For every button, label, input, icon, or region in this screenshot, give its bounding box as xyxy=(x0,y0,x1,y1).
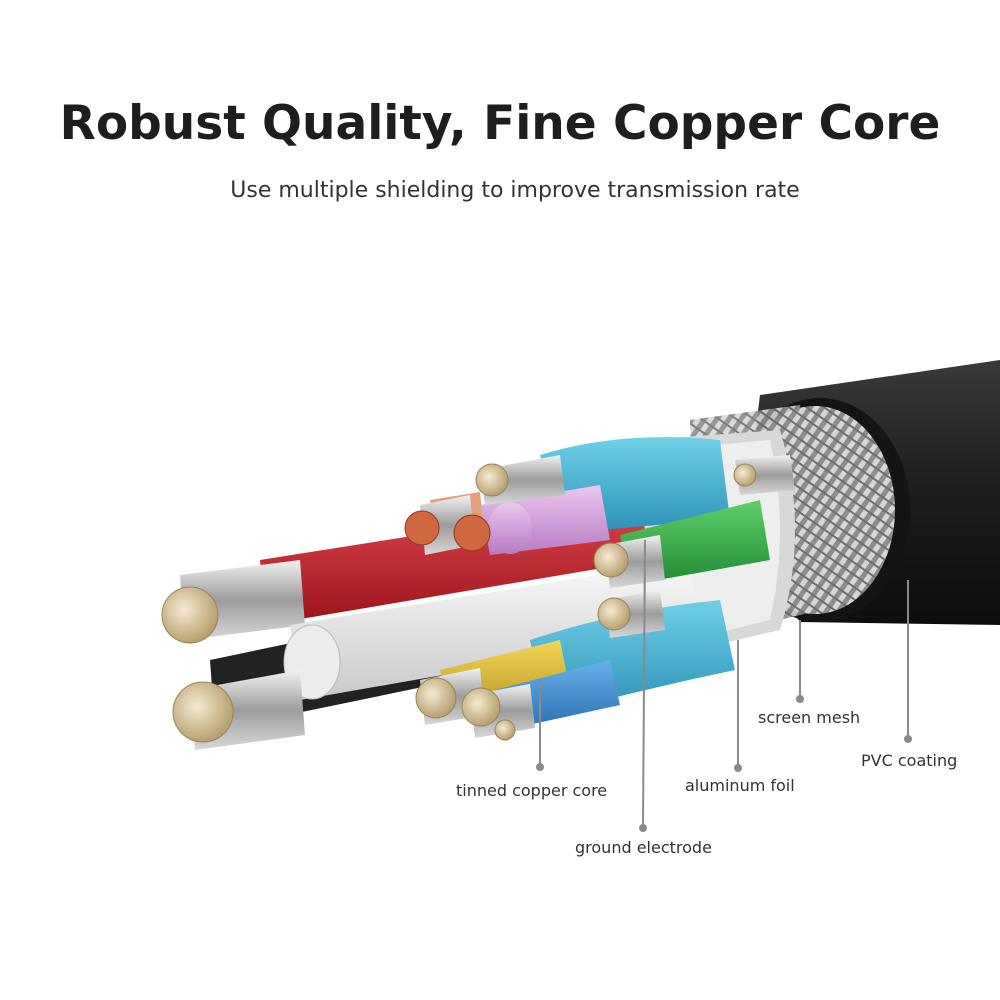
label-pvc-coating: PVC coating xyxy=(861,751,958,770)
callout-leaders xyxy=(536,539,912,832)
leader-dot-tinned-copper-core xyxy=(536,763,544,771)
leader-dot-pvc-coating xyxy=(904,735,912,743)
label-screen-mesh: screen mesh xyxy=(758,708,861,727)
label-tinned-copper-core: tinned copper core xyxy=(456,781,608,800)
label-aluminum-foil: aluminum foil xyxy=(685,776,795,795)
leader-dot-screen-mesh xyxy=(796,695,804,703)
pink-wire xyxy=(480,485,610,555)
label-ground-electrode: ground electrode xyxy=(575,838,712,857)
page-title: Robust Quality, Fine Copper Core xyxy=(59,96,941,151)
copper-strand-ends xyxy=(161,463,757,743)
leader-ground-electrode xyxy=(642,539,646,827)
leader-dot-aluminum-foil xyxy=(734,764,742,772)
leader-dot-ground-electrode xyxy=(639,824,647,832)
page-subtitle: Use multiple shielding to improve transm… xyxy=(230,178,800,203)
